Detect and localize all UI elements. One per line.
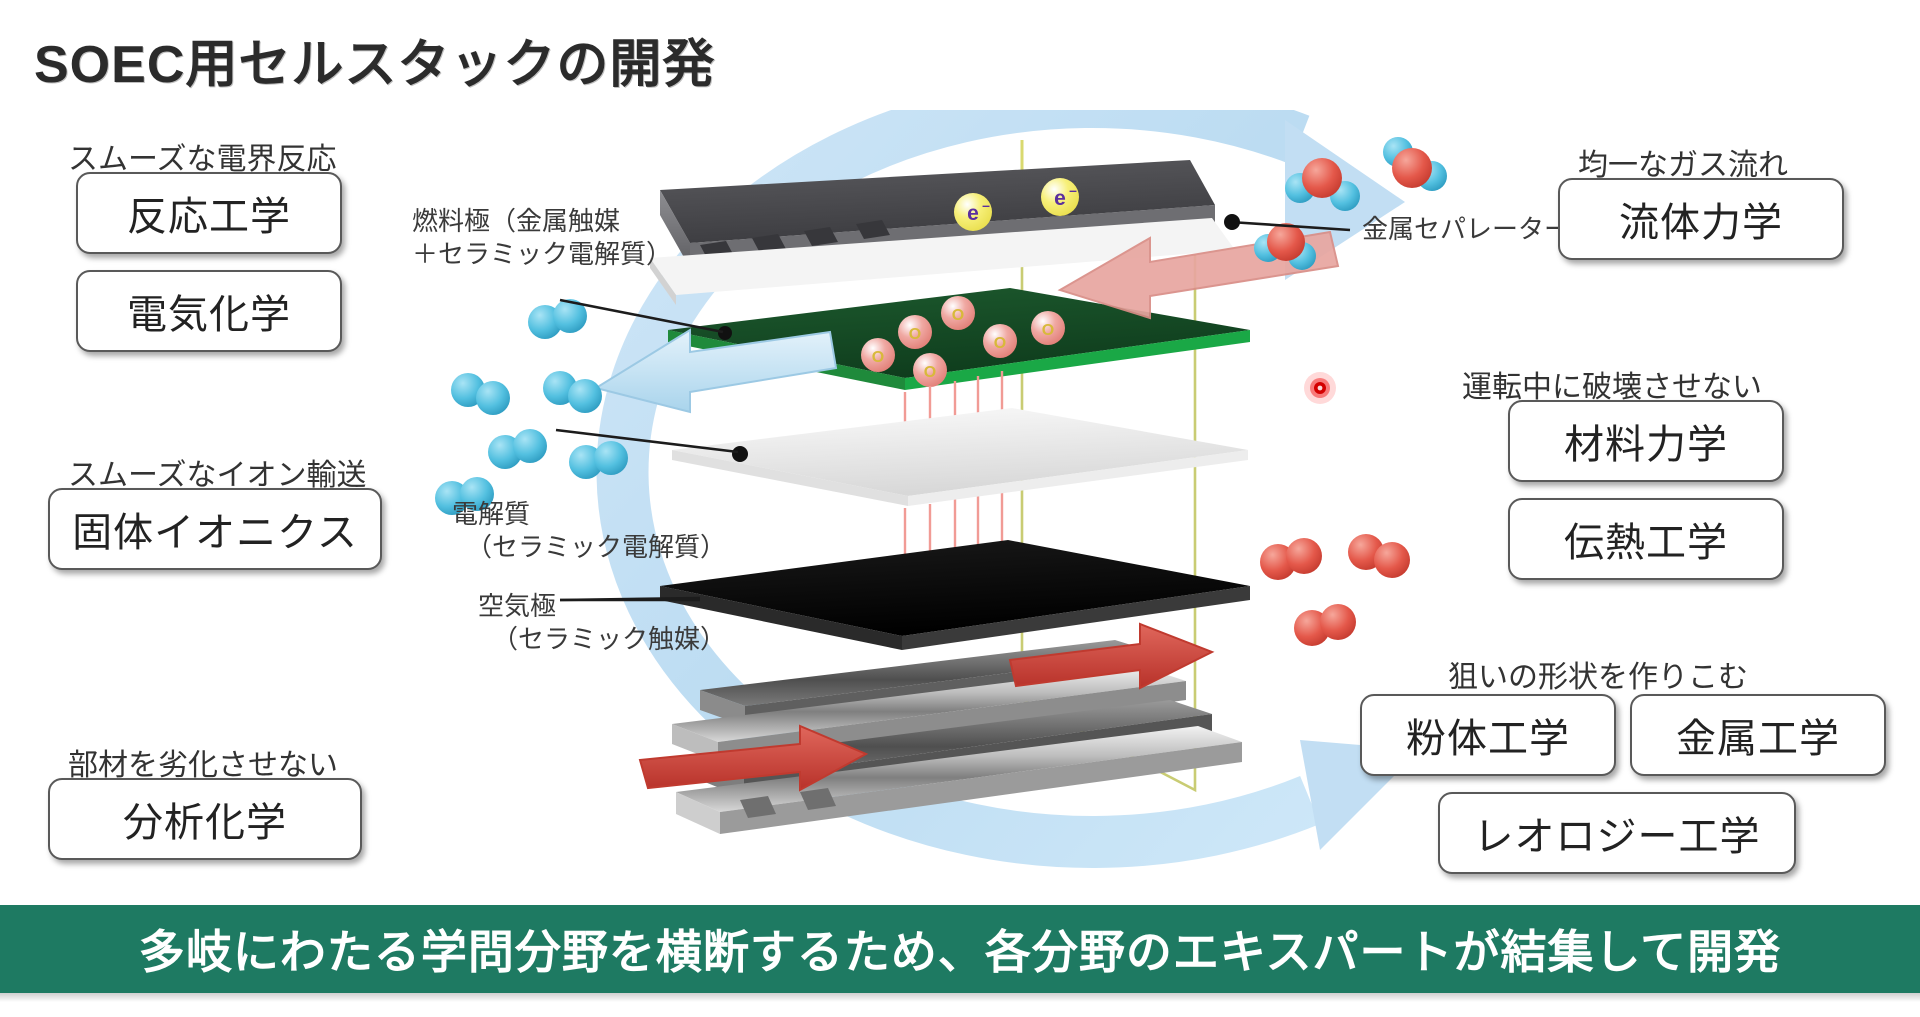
- air-inlet-arrow: [638, 724, 869, 792]
- banner-shadow: [0, 993, 1920, 1002]
- svg-text:O: O: [1042, 322, 1054, 339]
- discipline-analytical-chemistry[interactable]: 分析化学: [48, 778, 362, 860]
- discipline-label: 電気化学: [127, 293, 291, 337]
- svg-text:O: O: [994, 335, 1006, 352]
- discipline-label: 伝熱工学: [1564, 521, 1728, 565]
- caption-smooth-ion-transport: スムーズなイオン輸送: [68, 459, 367, 492]
- oxygen-molecule-group: [1260, 534, 1410, 646]
- svg-text:O: O: [952, 307, 964, 324]
- caption-prevent-material-degradation: 部材を劣化させない: [68, 749, 338, 782]
- water-molecule-group: [1254, 137, 1447, 270]
- discipline-heat-transfer-engineering[interactable]: 伝熱工学: [1508, 498, 1784, 580]
- summary-banner-text: 多岐にわたる学問分野を横断するため、各分野のエキスパートが結集して開発: [138, 926, 1782, 978]
- fuel-electrode-layer: [668, 288, 1250, 390]
- discipline-label: 固体イオニクス: [72, 511, 358, 555]
- discipline-solid-ionics[interactable]: 固体イオニクス: [48, 488, 382, 570]
- steam-inlet-arrow: [1057, 230, 1340, 320]
- air-outlet-arrow: [1008, 622, 1215, 690]
- label-metal-separator: 金属セパレーター: [1362, 214, 1571, 244]
- svg-text:e: e: [1054, 187, 1066, 210]
- discipline-fluid-dynamics[interactable]: 流体力学: [1558, 178, 1844, 260]
- discipline-reaction-engineering[interactable]: 反応工学: [76, 172, 342, 254]
- caption-build-target-shape: 狙いの形状を作りこむ: [1448, 661, 1748, 694]
- ion-flow-arrowheads: [899, 568, 1008, 632]
- discipline-label: 流体力学: [1619, 201, 1783, 245]
- page-title: SOEC用セルスタックの開発: [34, 36, 716, 94]
- discipline-powder-engineering[interactable]: 粉体工学: [1360, 694, 1616, 776]
- air-electrode-layer: [660, 540, 1250, 650]
- summary-banner: 多岐にわたる学問分野を横断するため、各分野のエキスパートが結集して開発: [0, 905, 1920, 993]
- label-electrolyte: 電解質 （セラミック電解質）: [452, 499, 727, 563]
- discipline-rheology-engineering[interactable]: レオロジー工学: [1438, 792, 1796, 874]
- glow-dot-icon: [1304, 372, 1336, 404]
- discipline-label: 反応工学: [127, 195, 291, 239]
- svg-text:O: O: [924, 364, 936, 381]
- discipline-label: レオロジー工学: [1473, 815, 1761, 859]
- svg-text:–: –: [1069, 182, 1077, 198]
- discipline-materials-mechanics[interactable]: 材料力学: [1508, 400, 1784, 482]
- svg-text:–: –: [982, 197, 990, 213]
- hydrogen-molecule-group: [435, 299, 628, 515]
- svg-text:O: O: [872, 349, 884, 366]
- discipline-metal-engineering[interactable]: 金属工学: [1630, 694, 1886, 776]
- top-metal-separator: [650, 160, 1235, 305]
- bottom-metal-separator: [672, 640, 1242, 834]
- discipline-electrochemistry[interactable]: 電気化学: [76, 270, 342, 352]
- svg-text:e: e: [967, 202, 979, 225]
- caption-uniform-gas-flow: 均一なガス流れ: [1578, 149, 1788, 182]
- caption-no-breakage-during-operation: 運転中に破壊させない: [1462, 371, 1762, 404]
- oxide-ion-group: O O O O O O: [861, 296, 1065, 387]
- hydrogen-outlet-arrow: [593, 328, 838, 414]
- ion-flow-arrows: [903, 371, 1004, 610]
- discipline-label: 材料力学: [1564, 423, 1728, 467]
- svg-text:O: O: [909, 326, 921, 343]
- label-fuel-electrode: 燃料極（金属触媒 ＋セラミック電解質）: [412, 206, 673, 270]
- discipline-label: 金属工学: [1676, 717, 1840, 761]
- label-air-electrode: 空気極 （セラミック触媒）: [478, 591, 727, 655]
- discipline-label: 粉体工学: [1406, 717, 1570, 761]
- caption-smooth-electrode-reaction: スムーズな電界反応: [68, 143, 337, 176]
- electron-particle-group: e – e –: [954, 178, 1079, 231]
- discipline-label: 分析化学: [123, 801, 287, 845]
- electrolyte-layer: [672, 408, 1248, 506]
- separator-anchor-dot: [1224, 214, 1240, 230]
